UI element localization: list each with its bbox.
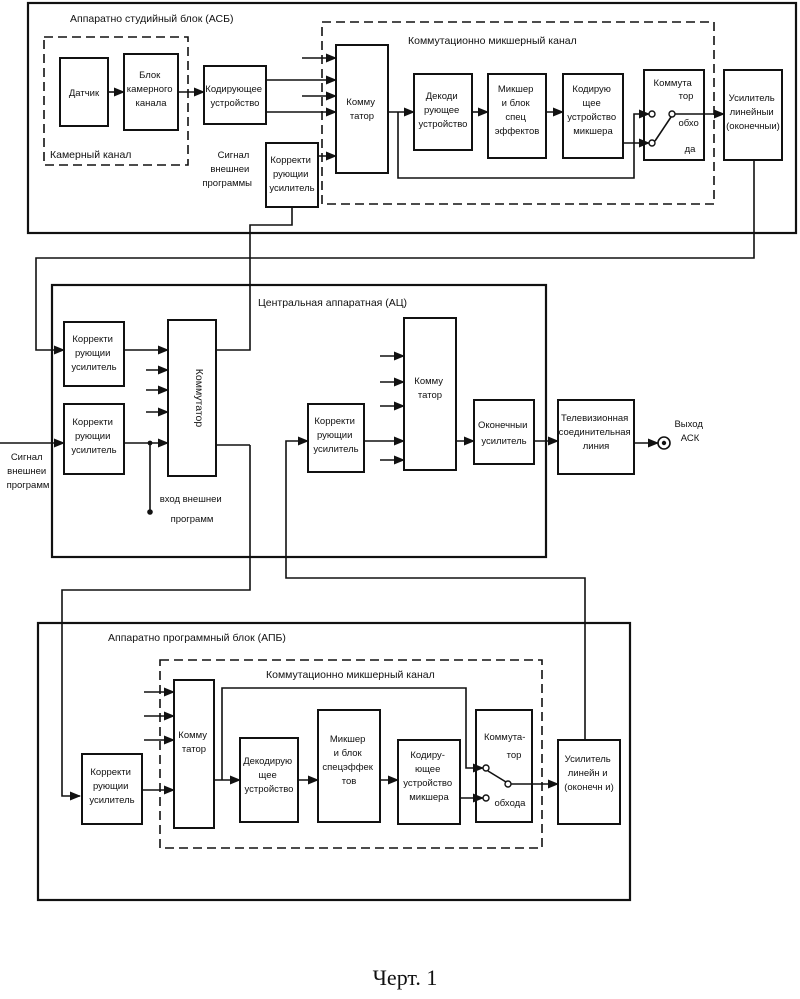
ac-corrector-3-label: Корректи рующии усилитель (313, 416, 358, 455)
apb-title: Аппаратно программный блок (АПБ) (108, 632, 286, 644)
asb-mixer-coder-label: Кодирую щее устройство микшера (567, 84, 619, 137)
apb-mixer-coder-label: Кодиру- ющее устройство микшера (403, 750, 455, 803)
asb-switcher-label: Комму татор (346, 97, 377, 122)
camera-channel-label: Камерный канал (50, 149, 131, 161)
apb-mix-channel-label: Коммутационно микшерный канал (266, 669, 435, 681)
camera-channel-frame (43, 36, 189, 166)
asb-mixer-label: Микшер и блок спец эффектов (495, 84, 540, 137)
apb-connections (142, 687, 560, 803)
ac-corrector-1-label: Корректи рующии усилитель (71, 334, 116, 373)
ac-switcher-2-label: Комму татор (414, 376, 445, 401)
ac-section: Центральная аппаратная (АЦ) Корректи рую… (0, 283, 705, 559)
ac-corrector-3-block (307, 403, 365, 473)
asb-corrector-block (265, 142, 319, 208)
apb-bypass-switch-contacts (482, 764, 512, 802)
apb-mixer-block (317, 709, 381, 823)
asb-line-amp-label: Усилитель линейныи (оконечныи) (726, 93, 780, 132)
ac-switcher-2-block (403, 317, 457, 471)
ac-final-amp-label: Оконечныи усилитель (478, 420, 530, 447)
asb-mixer-block (487, 73, 547, 159)
ac-title: Центральная аппаратная (АЦ) (258, 297, 407, 309)
ac-ext-input-label: вход внешнеи программ (160, 494, 225, 525)
ac-frame (50, 283, 548, 559)
asb-title: Аппаратно студийный блок (АСБ) (70, 13, 233, 25)
asb-bypass-switch-label-bottom: обхо да (679, 118, 702, 155)
asb-section: Аппаратно студийный блок (АСБ) Камерный … (26, 1, 798, 235)
asb-bypass-switch-label-top: Коммута тор (654, 78, 695, 102)
apb-frame (36, 621, 632, 902)
apb-corrector-label: Корректи рующии усилитель (89, 767, 134, 806)
asb-decoder-block (413, 73, 473, 151)
asb-decoder-label: Декоди рующее устройство (419, 91, 468, 130)
apb-line-amp-block (557, 739, 621, 825)
figure-caption: Черт. 1 (373, 965, 438, 990)
ac-connections (0, 345, 660, 515)
sensor-label: Датчик (69, 88, 100, 99)
apb-bypass-switch-label-top: Коммута- тор (484, 732, 528, 761)
apb-bypass-switch-block (475, 709, 533, 823)
apb-corrector-block (81, 753, 143, 825)
tv-line-label: Телевизионная соединительная линия (559, 413, 634, 452)
ac-final-amp-block (473, 399, 535, 465)
ac-switcher-1-label: Коммутатор (193, 369, 205, 428)
sensor-block (59, 57, 109, 127)
ac-corrector-2-block (63, 403, 125, 475)
ac-ext-input-junction (147, 440, 153, 446)
ac-switcher-1-block (167, 319, 217, 477)
ac-ext-input-terminal (147, 509, 153, 515)
apb-switcher-block (173, 679, 215, 829)
ac-corrector-2-label: Корректи рующии усилитель (71, 417, 116, 456)
apb-section: Аппаратно программный блок (АПБ) Коммута… (36, 621, 632, 902)
tv-line-block (557, 399, 635, 475)
apb-mixer-coder-block (397, 739, 461, 825)
asb-switcher-block (335, 44, 389, 174)
ac-corrector-1-block (63, 321, 125, 387)
asb-line-amp-block (723, 69, 783, 161)
asb-connections (108, 53, 726, 179)
output-terminal-icon (657, 436, 671, 450)
coder-label: Кодирующее устройство (205, 84, 264, 109)
asb-corrector-label: Корректи рующии усилитель (269, 155, 314, 194)
output-label: Выход АСК (674, 419, 705, 444)
asb-mix-channel-label: Коммутационно микшерный канал (408, 35, 577, 47)
asb-mixer-coder-block (562, 73, 624, 159)
asb-ext-signal-label: Сигнал внешнеи программы (202, 150, 252, 189)
camera-unit-label: Блок камерного канала (127, 70, 175, 109)
coder-block (203, 65, 267, 125)
apb-bypass-switch-label-bottom: обхода (495, 798, 527, 809)
asb-frame (26, 1, 798, 235)
apb-line-amp-label: Усилитель линейн и (оконечн и) (564, 754, 614, 793)
inter-block-connections (35, 160, 755, 801)
apb-decoder-label: Декодирую щее устройство (243, 756, 295, 795)
apb-mixer-label: Микшер и блок спецэффек тов (322, 734, 375, 787)
apb-mix-channel-frame (159, 659, 543, 849)
apb-switcher-label: Комму татор (178, 730, 209, 755)
ac-ext-signal-label: Сигнал внешнеи программ (7, 452, 50, 491)
